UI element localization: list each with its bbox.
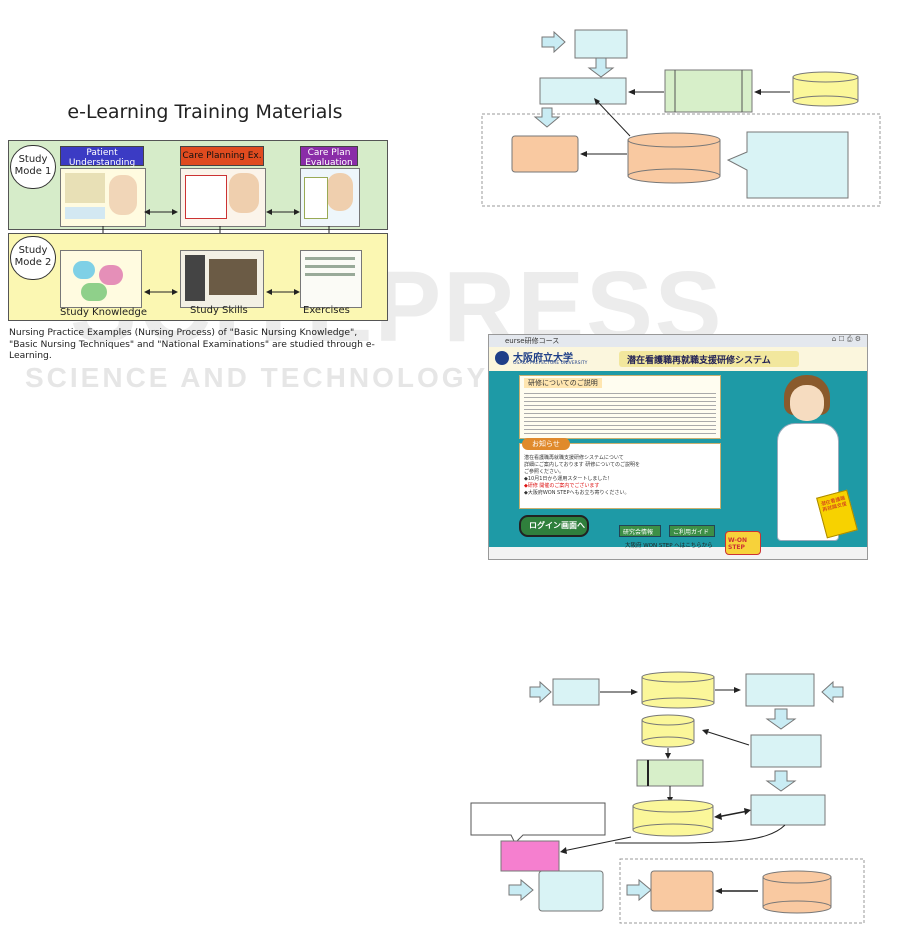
nurse-face bbox=[790, 385, 824, 421]
notice-line-5: ◆研修 開催のご案内でございます bbox=[524, 483, 600, 489]
info-button-label: 研究会情報 bbox=[623, 529, 654, 536]
mode2-label-exercises: Exercises bbox=[303, 305, 350, 316]
won-step-logo[interactable]: W-ON STEP bbox=[725, 531, 761, 555]
browser-tab-title[interactable]: eurse研修コース bbox=[505, 337, 560, 345]
guide-button-label: ご利用ガイド bbox=[673, 529, 710, 536]
flow-db-orange-2 bbox=[762, 870, 832, 914]
elearning-caption: Nursing Practice Examples (Nursing Proce… bbox=[9, 327, 375, 361]
mode2-label-skills: Study Skills bbox=[190, 305, 248, 316]
input-arrow-2 bbox=[508, 878, 534, 902]
mode1-thumb-care-plan-eval[interactable] bbox=[300, 168, 360, 227]
flow-box-green bbox=[664, 69, 753, 113]
notice-line-4: ◆10月1日から運用スタートしました！ bbox=[524, 476, 613, 482]
flow-box-right-low bbox=[750, 794, 826, 826]
footer-text[interactable]: 大阪府 WON STEP へはこちらから bbox=[625, 543, 713, 549]
intro-panel: 研修についてのご説明 bbox=[519, 375, 721, 439]
login-button-label: ログイン画面へ bbox=[529, 521, 585, 530]
notice-line-6: ◆大阪府WON STEPへもお立ち寄りください。 bbox=[524, 490, 630, 496]
system-title-bar: 潜在看護職再就職支援研修システム bbox=[619, 351, 799, 367]
mode2-label-knowledge: Study Knowledge bbox=[60, 307, 148, 318]
input-arrow bbox=[541, 30, 566, 54]
university-logo-icon bbox=[495, 351, 509, 365]
system-title: 潜在看護職再就職支援研修システム bbox=[627, 356, 771, 366]
callout-bubble bbox=[726, 131, 849, 199]
info-button[interactable]: 研究会情報 bbox=[619, 525, 661, 537]
mode1-tab-care-planning[interactable]: Care Planning Ex. bbox=[180, 146, 264, 166]
mode1-thumb-care-planning[interactable] bbox=[180, 168, 266, 227]
notice-line-1: 潜在看護職再就職支援研修システムについて bbox=[524, 455, 624, 461]
mode2-arrows bbox=[144, 289, 300, 295]
notice-heading: お知らせ bbox=[522, 438, 570, 450]
flow-db-yellow-2 bbox=[641, 714, 695, 748]
login-button[interactable]: ログイン画面へ bbox=[519, 515, 589, 537]
input-arrow-right bbox=[821, 680, 844, 704]
mode1-thumb-patient[interactable] bbox=[60, 168, 146, 227]
system-flow-diagram-bottom bbox=[470, 671, 865, 924]
mode1-tab-care-plan-eval[interactable]: Care Plan Evaluation EX bbox=[300, 146, 358, 178]
flow-box-server bbox=[539, 77, 627, 105]
study-mode-2-label: Study Mode 2 bbox=[10, 236, 56, 280]
flow-box-entry bbox=[552, 678, 600, 706]
flow-db-yellow-1 bbox=[641, 671, 715, 709]
mode2-thumb-knowledge[interactable] bbox=[60, 250, 142, 308]
input-arrow-1 bbox=[529, 680, 552, 704]
portal-screenshot: eurse研修コース ⌂ ☐ ⎙ ⚙ 大阪府立大学 OSAKA PREFECTU… bbox=[488, 334, 868, 560]
university-sub: OSAKA PREFECTURE UNIVERSITY bbox=[513, 361, 588, 366]
book-text: 潜在看護職再就職支援 bbox=[820, 495, 848, 514]
flow-db-orange bbox=[627, 132, 721, 184]
flow-box-orange bbox=[511, 135, 579, 173]
flow-box-green-2 bbox=[636, 759, 704, 787]
notice-panel: お知らせ 潜在看護職再就職支援研修システムについて 詳細にご案内しております 研… bbox=[519, 438, 721, 509]
elearning-title: e-Learning Training Materials bbox=[67, 101, 343, 123]
mode1-arrows bbox=[144, 209, 300, 215]
flow-box-right-mid bbox=[750, 734, 822, 768]
notice-line-3: ご参照ください。 bbox=[524, 469, 565, 475]
browser-toolbar-icons[interactable]: ⌂ ☐ ⎙ ⚙ bbox=[831, 335, 861, 343]
university-name: 大阪府立大学 bbox=[513, 353, 573, 364]
bottom-dashed-region bbox=[619, 858, 865, 924]
flow-box-right-top bbox=[745, 673, 815, 707]
nurse-illustration: 潜在看護職再就職支援 bbox=[759, 375, 859, 545]
flow-box-orange-2 bbox=[650, 870, 714, 912]
intro-text-block bbox=[524, 390, 716, 434]
mode2-thumb-skills[interactable] bbox=[180, 250, 264, 308]
intro-heading: 研修についてのご説明 bbox=[524, 378, 602, 388]
guide-button[interactable]: ご利用ガイド bbox=[669, 525, 715, 537]
study-mode-1-label: Study Mode 1 bbox=[10, 145, 56, 189]
flow-box-start bbox=[574, 29, 628, 59]
flow-box-pink bbox=[500, 840, 560, 872]
mode2-thumb-exercises[interactable] bbox=[300, 250, 362, 308]
mode1-tab-patient[interactable]: Patient Understanding Ex. bbox=[60, 146, 144, 178]
flow-db-yellow-3 bbox=[632, 799, 714, 837]
system-flow-diagram-top bbox=[481, 29, 881, 207]
notice-line-2: 詳細にご案内しております 研修についてのご説明を bbox=[524, 462, 641, 468]
callout-box-bottom bbox=[470, 802, 606, 844]
flow-box-bottom-left bbox=[538, 870, 604, 912]
flow-db-yellow bbox=[792, 71, 859, 107]
won-step-logo-text: W-ON STEP bbox=[728, 537, 747, 551]
